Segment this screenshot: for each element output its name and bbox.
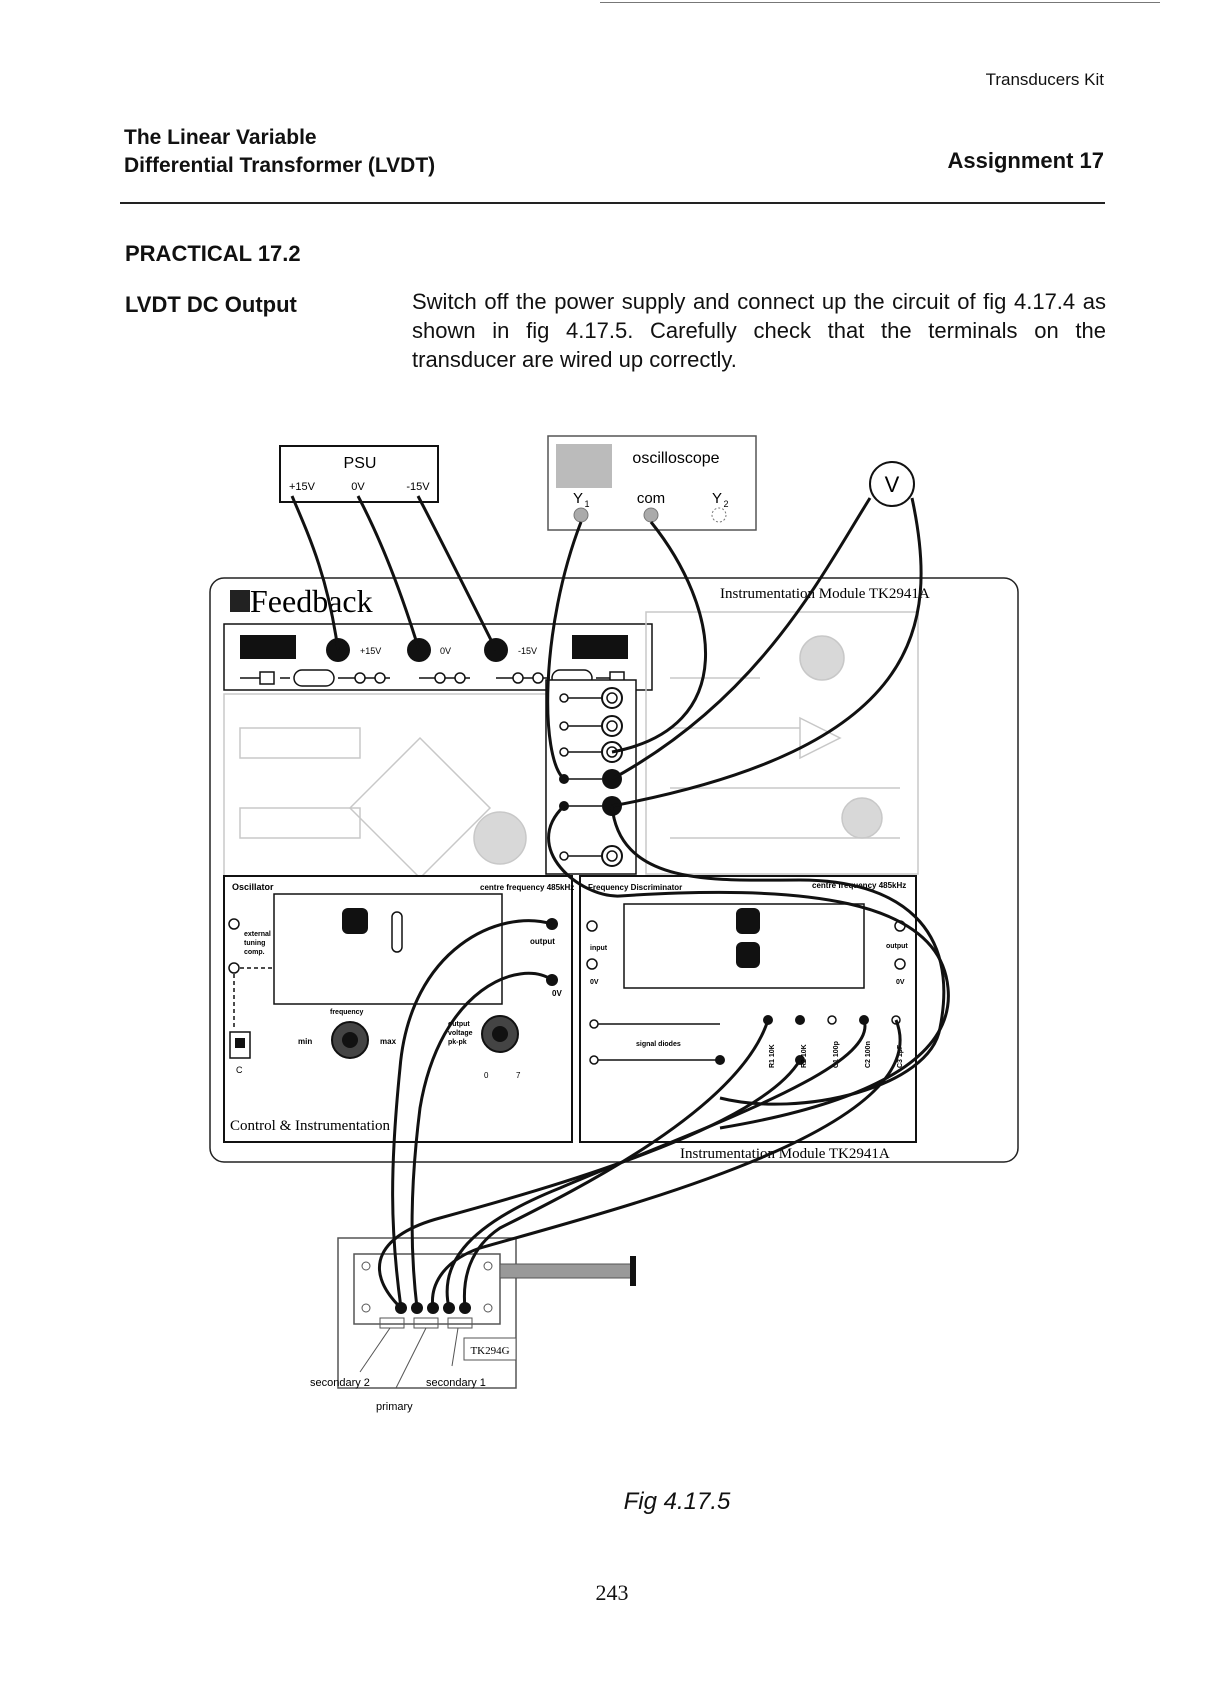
discriminator-input-label: input xyxy=(590,945,608,952)
psu-unit: PSU +15V 0V -15V xyxy=(279,445,439,503)
voltmeter-label: V xyxy=(885,472,900,497)
running-header-kit: Transducers Kit xyxy=(985,70,1104,89)
discriminator-input-0v: 0V xyxy=(590,979,599,986)
practical-heading: PRACTICAL 17.2 xyxy=(125,241,301,266)
primary-label: primary xyxy=(376,1401,413,1413)
top-edge-rule xyxy=(600,2,1160,3)
external-tuning-3: comp. xyxy=(244,949,265,956)
oscillator-output-label: output xyxy=(530,937,555,946)
psu-terminal-p15: +15V xyxy=(289,481,316,493)
practical-subheading: LVDT DC Output xyxy=(125,292,297,317)
oscillator-label: Oscillator xyxy=(232,882,274,892)
header-rule xyxy=(120,202,1105,204)
dial-7-label: 7 xyxy=(516,1071,521,1080)
rail-p15-label: +15V xyxy=(360,646,381,656)
component-row: R1 10K R2 10K C1 100p C2 100n C3 1µF xyxy=(715,1015,904,1068)
page-number: 243 xyxy=(595,1580,629,1605)
component-c2: C2 100n xyxy=(865,1041,872,1068)
document-title: The Linear Variable Differential Transfo… xyxy=(124,124,435,180)
psu-terminal-0v: 0V xyxy=(351,481,365,493)
signal-diodes-label: signal diodes xyxy=(636,1041,681,1048)
component-c1: C1 100p xyxy=(833,1041,840,1068)
lvdt-transducer: TK294G secondary 2 secondary 1 primary xyxy=(310,1237,636,1413)
freq-min-label: min xyxy=(298,1037,312,1046)
control-instrumentation-label: Control & Instrumentation xyxy=(230,1118,390,1134)
output-voltage-3: pk-pk xyxy=(448,1039,467,1046)
rail-m15-label: -15V xyxy=(518,646,537,656)
freq-discriminator-label: Frequency Discriminator xyxy=(588,883,682,892)
secondary-2-label: secondary 2 xyxy=(310,1377,370,1389)
psu-title: PSU xyxy=(344,455,377,472)
frequency-knob-label: frequency xyxy=(330,1009,364,1016)
discriminator-output-label: output xyxy=(886,943,908,950)
output-voltage-1: output xyxy=(448,1021,470,1028)
output-voltage-2: voltage xyxy=(448,1030,473,1037)
rail-0v-label: 0V xyxy=(440,646,451,656)
external-tuning-1: external xyxy=(244,931,271,938)
module-bottom-label: Instrumentation Module TK2941A xyxy=(680,1146,890,1162)
instruction-paragraph: Switch off the power supply and connect … xyxy=(412,289,1106,372)
component-r1: R1 10K xyxy=(769,1044,776,1068)
oscillator-c-label: C xyxy=(236,1065,243,1075)
dial-0-label: 0 xyxy=(484,1071,489,1080)
assignment-label: Assignment 17 xyxy=(947,148,1105,173)
scope-com-label: com xyxy=(637,490,665,507)
psu-terminal-m15: -15V xyxy=(406,481,430,493)
voltmeter: V xyxy=(869,461,915,507)
module-top-label: Instrumentation Module TK2941A xyxy=(720,586,930,602)
oscillator-0v-label: 0V xyxy=(552,989,562,998)
discriminator-output-0v: 0V xyxy=(896,979,905,986)
component-r2: R2 10K xyxy=(801,1044,808,1068)
scope-y2-label: Y xyxy=(712,490,722,507)
scope-screen xyxy=(556,444,612,488)
lvdt-model-label: TK294G xyxy=(470,1345,509,1357)
scope-y2-sub: 2 xyxy=(723,499,728,509)
brand-logo-text: Feedback xyxy=(250,583,373,619)
centre-frequency-left: centre frequency 485kHz xyxy=(480,883,574,892)
faded-circuit-area xyxy=(223,611,919,880)
secondary-1-label: secondary 1 xyxy=(426,1377,486,1389)
scope-y1-sub: 1 xyxy=(584,499,589,509)
oscilloscope-unit: oscilloscope Y 1 com Y 2 xyxy=(547,435,757,531)
freq-max-label: max xyxy=(380,1037,397,1046)
title-line-2: Differential Transformer (LVDT) xyxy=(124,154,436,177)
figure-caption: Fig 4.17.5 xyxy=(623,1488,731,1515)
external-tuning-2: tuning xyxy=(244,940,265,947)
scope-y1-label: Y xyxy=(573,490,583,507)
wiring-figure: PSU +15V 0V -15V oscilloscope Y 1 com Y … xyxy=(209,435,1019,1413)
title-line-1: The Linear Variable xyxy=(124,126,317,149)
component-c3: C3 1µF xyxy=(897,1044,904,1068)
scope-title: oscilloscope xyxy=(632,450,719,467)
wiring xyxy=(290,495,950,1310)
